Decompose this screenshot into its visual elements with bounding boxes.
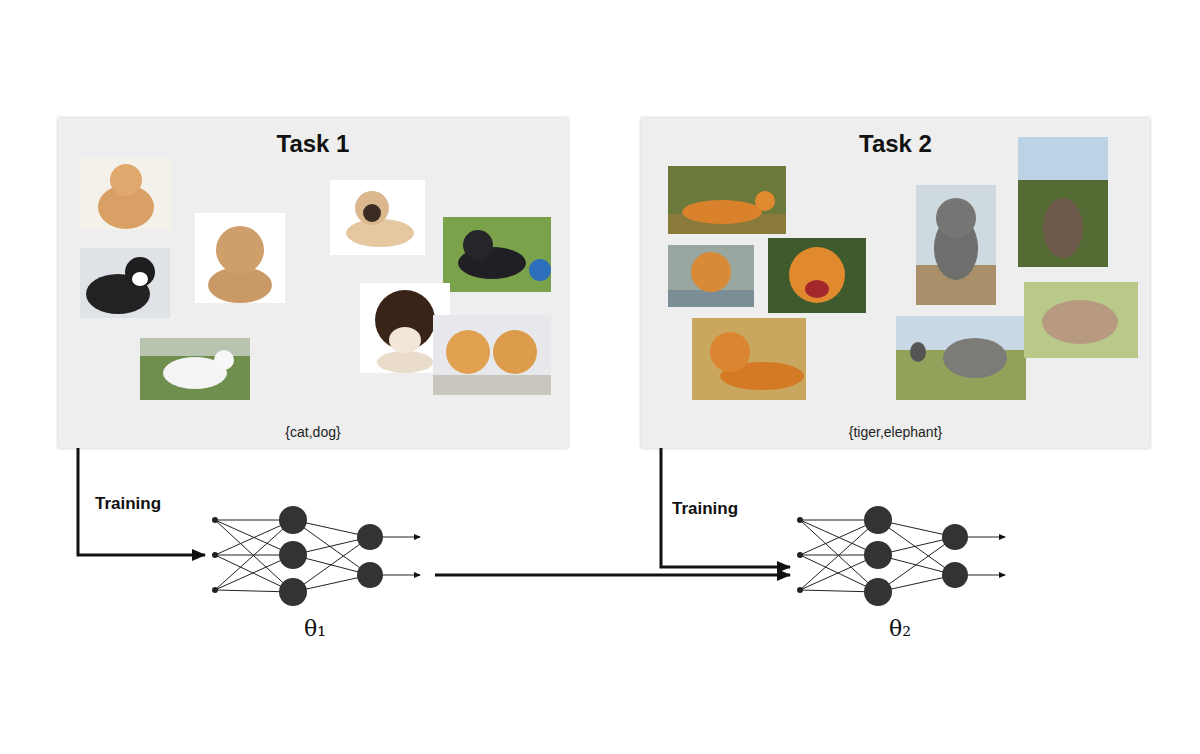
class-set: {cat,dog} (58, 424, 568, 440)
task-title: Task 1 (58, 130, 568, 158)
hidden-neuron (279, 541, 307, 569)
edge-label: Training (95, 494, 161, 514)
input-neuron (797, 552, 803, 558)
hidden-neuron (279, 506, 307, 534)
input-neuron (212, 552, 218, 558)
input-neuron (212, 587, 218, 593)
edge-label: Training (672, 499, 738, 519)
network-node: θ₂ (790, 500, 1020, 650)
task-title: Task 2 (641, 130, 1150, 158)
hidden-neuron (864, 578, 892, 606)
class-set: {tiger,elephant} (641, 424, 1150, 440)
weight-line (878, 537, 955, 592)
input-neuron (212, 517, 218, 523)
hidden-neuron (279, 578, 307, 606)
training-arrow (435, 574, 790, 577)
neural-network (205, 500, 435, 615)
hidden-neuron (864, 506, 892, 534)
parameter-label: θ₁ (205, 616, 425, 641)
training-arrow (661, 448, 790, 567)
input-neuron (797, 517, 803, 523)
task-panel: Task 1 {cat,dog} (58, 118, 568, 448)
output-neuron (357, 524, 383, 550)
neural-network (790, 500, 1020, 615)
input-neuron (797, 587, 803, 593)
weight-line (293, 537, 370, 592)
hidden-neuron (864, 541, 892, 569)
training-arrow (78, 448, 205, 555)
output-neuron (357, 562, 383, 588)
output-neuron (942, 562, 968, 588)
network-node: θ₁ (205, 500, 435, 650)
output-neuron (942, 524, 968, 550)
parameter-label: θ₂ (790, 616, 1010, 641)
task-panel: Task 2 {tiger,elephant} (641, 118, 1150, 448)
